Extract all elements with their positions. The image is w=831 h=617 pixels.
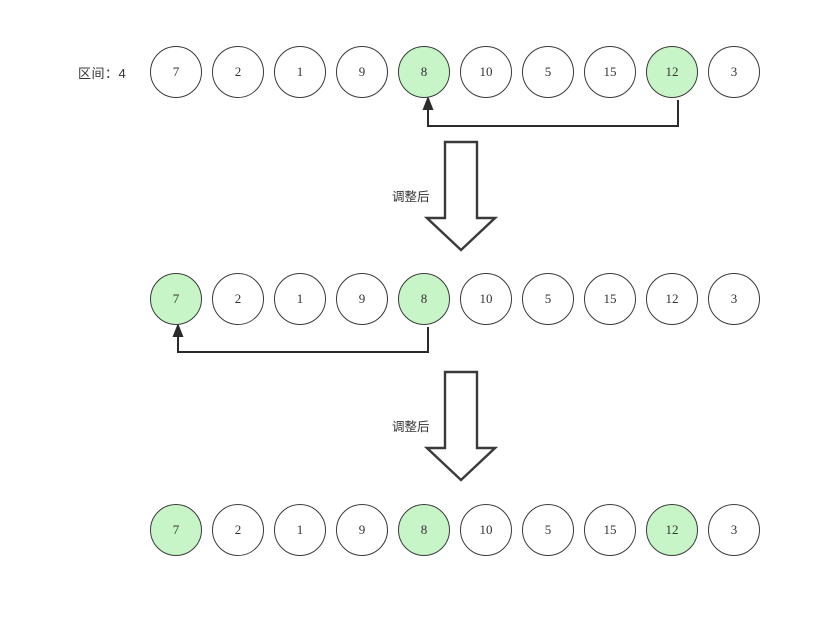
node[interactable]: 5 [522,46,574,98]
node[interactable]: 3 [708,504,760,556]
node[interactable]: 5 [522,504,574,556]
node[interactable]: 15 [584,46,636,98]
node-highlighted[interactable]: 8 [398,273,450,325]
node[interactable]: 15 [584,273,636,325]
node[interactable]: 10 [460,273,512,325]
node-highlighted[interactable]: 12 [646,46,698,98]
row-after-second-adjust: 7 2 1 9 8 10 5 15 12 3 [150,504,760,556]
step-label-first-adjust: 调整后 [392,190,430,204]
down-arrow-icon [424,140,498,252]
interval-label: 区间：4 [78,66,127,81]
node-highlighted[interactable]: 8 [398,46,450,98]
node[interactable]: 12 [646,273,698,325]
row-initial: 7 2 1 9 8 10 5 15 12 3 [150,46,760,98]
node[interactable]: 7 [150,46,202,98]
row-after-first-adjust: 7 2 1 9 8 10 5 15 12 3 [150,273,760,325]
node-highlighted[interactable]: 8 [398,504,450,556]
step-label-second-adjust: 调整后 [392,420,430,434]
node[interactable]: 1 [274,273,326,325]
node[interactable]: 10 [460,504,512,556]
node[interactable]: 2 [212,46,264,98]
node[interactable]: 1 [274,46,326,98]
down-arrow-icon [424,370,498,482]
pointer-row2 [172,323,429,353]
node[interactable]: 9 [336,504,388,556]
node[interactable]: 1 [274,504,326,556]
node[interactable]: 9 [336,46,388,98]
node-highlighted[interactable]: 7 [150,504,202,556]
node[interactable]: 2 [212,273,264,325]
node-highlighted[interactable]: 12 [646,504,698,556]
node[interactable]: 3 [708,273,760,325]
node[interactable]: 10 [460,46,512,98]
node[interactable]: 2 [212,504,264,556]
node[interactable]: 9 [336,273,388,325]
node[interactable]: 15 [584,504,636,556]
node-highlighted[interactable]: 7 [150,273,202,325]
node[interactable]: 3 [708,46,760,98]
pointer-row1 [422,96,679,127]
node[interactable]: 5 [522,273,574,325]
